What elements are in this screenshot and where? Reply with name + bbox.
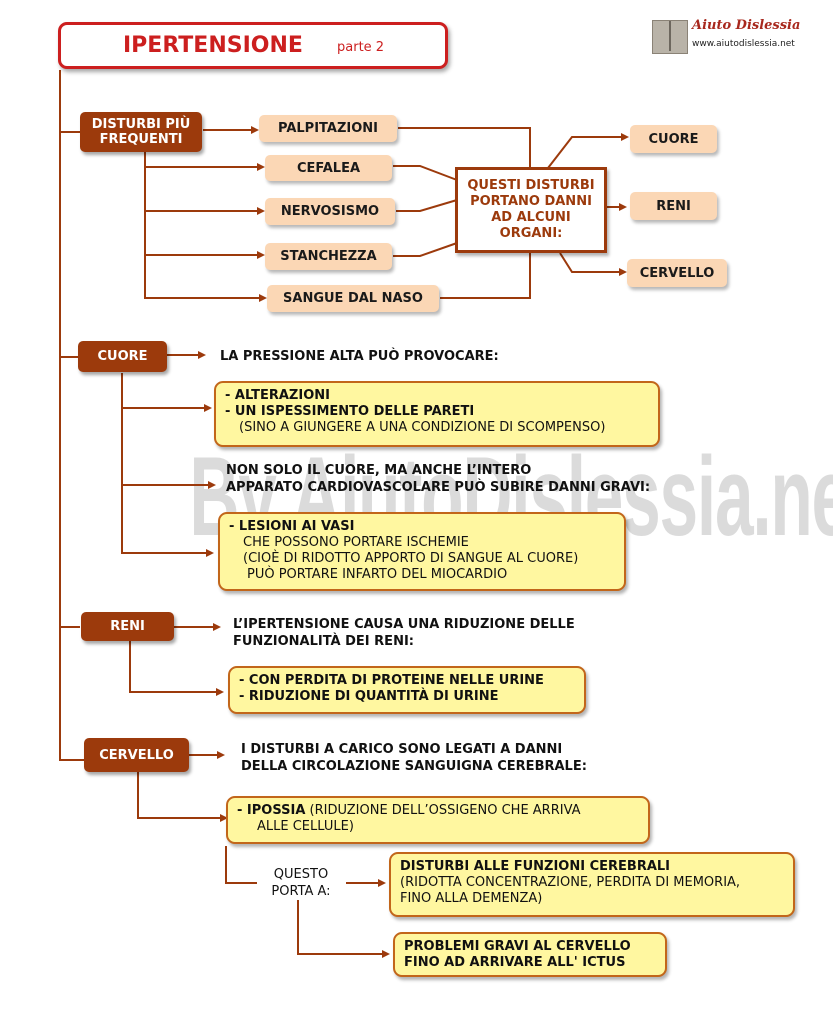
cervello-statement: I DISTURBI A CARICO SONO LEGATI A DANNI … (241, 741, 587, 775)
cuore-box2-line: PUÒ PORTARE INFARTO DEL MIOCARDIO (247, 567, 508, 582)
organ-cuore: CUORE (630, 125, 717, 153)
cervello-statement-line: DELLA CIRCOLAZIONE SANGUIGNA CEREBRALE: (241, 759, 587, 774)
page-subtitle: parte 2 (337, 40, 385, 55)
reni-statement-line: FUNZIONALITÀ DEI RENI: (233, 634, 414, 649)
symptom-stanchezza: STANCHEZZA (265, 243, 392, 270)
symptom-palpitazioni: PALPITAZIONI (259, 115, 397, 142)
organ-damage-line: AD ALCUNI (491, 210, 571, 225)
cervello-label: CERVELLO (84, 738, 189, 772)
ipossia-desc: (RIDUZIONE DELL’OSSIGENO CHE ARRIVA (305, 803, 581, 818)
ipossia-term: - IPOSSIA (237, 803, 306, 818)
cuore-statement2-line: NON SOLO IL CUORE, MA ANCHE L’INTERO (226, 463, 532, 478)
disturbi-label-line1: DISTURBI PIÙ (91, 117, 191, 132)
cuore-statement: LA PRESSIONE ALTA PUÒ PROVOCARE: (220, 349, 499, 364)
reni-statement-line: L’IPERTENSIONE CAUSA UNA RIDUZIONE DELLE (233, 617, 575, 632)
symptom-cefalea: CEFALEA (265, 155, 392, 181)
cuore-box1-line: - ALTERAZIONI (225, 388, 330, 403)
reni-box-line: - CON PERDITA DI PROTEINE NELLE URINE (239, 673, 544, 688)
page-title: IPERTENSIONE (123, 33, 303, 58)
result1-line: FINO ALLA DEMENZA) (400, 891, 543, 906)
questo-porta-label: QUESTO PORTA A: (258, 866, 344, 900)
ipossia-box: - IPOSSIA (RIDUZIONE DELL’OSSIGENO CHE A… (226, 796, 650, 844)
result-problemi-box: PROBLEMI GRAVI AL CERVELLO FINO AD ARRIV… (393, 932, 667, 977)
disturbi-frequenti-label: DISTURBI PIÙ FREQUENTI (80, 112, 202, 152)
cuore-box2-line: - LESIONI AI VASI (229, 519, 355, 534)
title-box: IPERTENSIONE parte 2 (58, 22, 448, 69)
logo-url: www.aiutodislessia.net (692, 39, 795, 49)
result2-line: PROBLEMI GRAVI AL CERVELLO (404, 939, 631, 954)
cuore-statement2-line: APPARATO CARDIOVASCOLARE PUÒ SUBIRE DANN… (226, 480, 651, 495)
questo-line: QUESTO (273, 867, 329, 882)
cuore-box2-line: (CIOÈ DI RIDOTTO APPORTO DI SANGUE AL CU… (243, 551, 579, 566)
disturbi-label-line2: FREQUENTI (99, 132, 183, 147)
cuore-box-alterazioni: - ALTERAZIONI - UN ISPESSIMENTO DELLE PA… (214, 381, 660, 447)
cuore-statement2: NON SOLO IL CUORE, MA ANCHE L’INTERO APP… (226, 462, 650, 496)
symptom-nervosismo: NERVOSISMO (265, 198, 395, 225)
reni-label: RENI (81, 612, 174, 641)
organ-reni: RENI (630, 192, 717, 220)
logo-name: Aiuto Dislessia (692, 18, 801, 33)
reni-box: - CON PERDITA DI PROTEINE NELLE URINE - … (228, 666, 586, 714)
result1-line: (RIDOTTA CONCENTRAZIONE, PERDITA DI MEMO… (400, 875, 741, 890)
cuore-label: CUORE (78, 341, 167, 372)
cuore-box2-line: CHE POSSONO PORTARE ISCHEMIE (243, 535, 469, 550)
organ-damage-box: QUESTI DISTURBI PORTANO DANNI AD ALCUNI … (455, 167, 607, 253)
questo-line: PORTA A: (271, 884, 331, 899)
result2-line: FINO AD ARRIVARE ALL' ICTUS (404, 955, 626, 970)
result1-line: DISTURBI ALLE FUNZIONI CEREBRALI (400, 859, 671, 874)
cuore-box-lesioni: - LESIONI AI VASI CHE POSSONO PORTARE IS… (218, 512, 626, 591)
reni-statement: L’IPERTENSIONE CAUSA UNA RIDUZIONE DELLE… (233, 616, 575, 650)
cuore-box1-line: (SINO A GIUNGERE A UNA CONDIZIONE DI SCO… (239, 420, 606, 435)
organ-damage-line: ORGANI: (499, 226, 563, 241)
organ-damage-line: QUESTI DISTURBI (467, 178, 595, 193)
site-logo: Aiuto Dislessia www.aiutodislessia.net (652, 18, 802, 54)
result-disturbi-box: DISTURBI ALLE FUNZIONI CEREBRALI (RIDOTT… (389, 852, 795, 917)
cuore-box1-line: - UN ISPESSIMENTO DELLE PARETI (225, 404, 475, 419)
organ-damage-line: PORTANO DANNI (470, 194, 592, 209)
book-icon (652, 20, 688, 54)
ipossia-desc-line2: ALLE CELLULE) (257, 819, 354, 834)
reni-box-line: - RIDUZIONE DI QUANTITÀ DI URINE (239, 689, 499, 704)
cervello-statement-line: I DISTURBI A CARICO SONO LEGATI A DANNI (241, 742, 563, 757)
symptom-sangue-dal-naso: SANGUE DAL NASO (267, 285, 439, 312)
organ-cervello: CERVELLO (627, 259, 727, 287)
